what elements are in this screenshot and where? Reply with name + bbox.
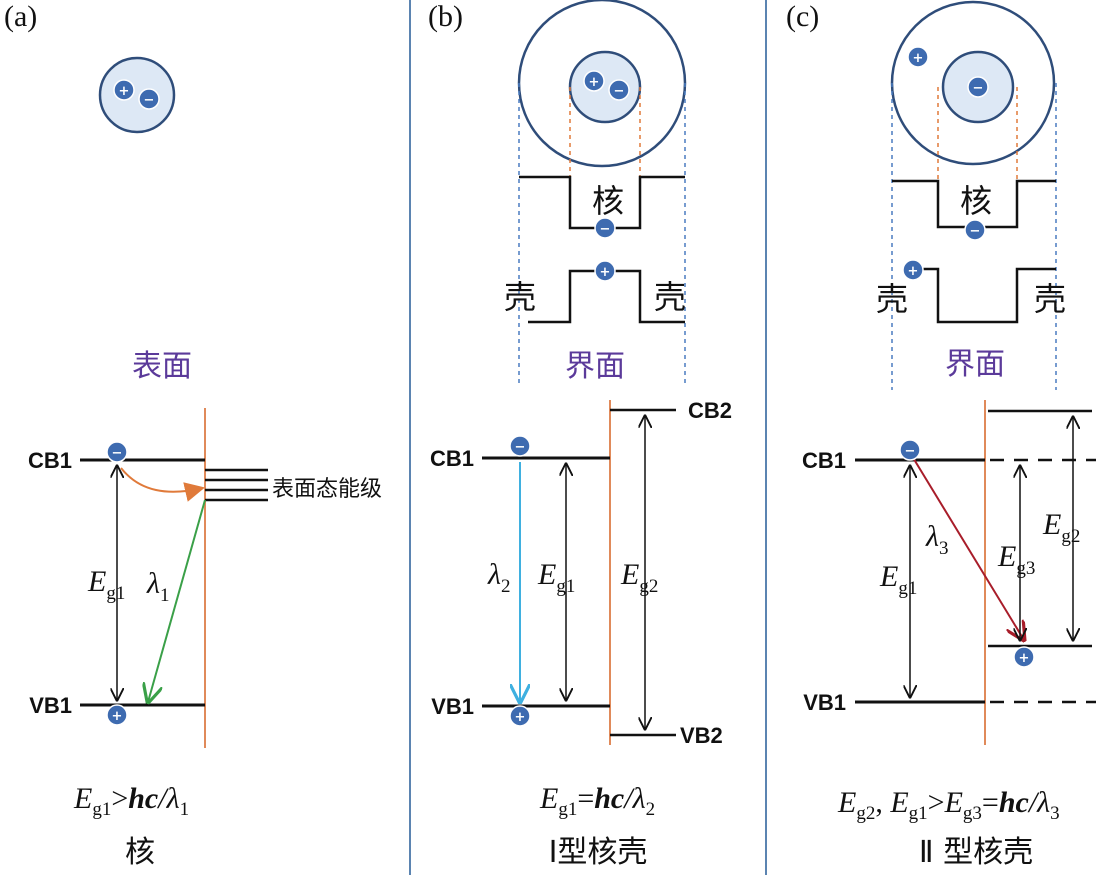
hole-charge: + (594, 260, 616, 282)
cb2-label: CB2 (688, 398, 732, 423)
panel-b-caption: I型核壳 (549, 835, 648, 870)
eg1-label: Eg1 (879, 560, 917, 599)
vb1-label: VB1 (29, 693, 72, 718)
lambda2-label: λ2 (487, 558, 511, 597)
panel-b-letter: (b) (428, 0, 463, 33)
svg-text:−: − (973, 81, 984, 96)
svg-text:+: + (913, 51, 924, 66)
shell-projection-lines (891, 83, 1057, 390)
svg-text:+: + (515, 710, 526, 725)
condition-equation: Eg1>hc/λ1 (73, 782, 189, 820)
vb-profile (908, 267, 1056, 324)
electron-charge: − (509, 435, 531, 457)
svg-text:−: − (515, 440, 526, 455)
surface-label: 表面 (132, 349, 192, 384)
trap-arrow (120, 467, 205, 502)
emission-arrow (911, 455, 1024, 640)
svg-text:+: + (908, 264, 919, 279)
core-projection-lines (569, 87, 641, 178)
panel-a-caption: 核 (125, 835, 155, 870)
panel-a-letter: (a) (4, 0, 37, 33)
svg-text:−: − (112, 446, 123, 461)
svg-text:+: + (589, 75, 600, 90)
emission-arrow (148, 499, 206, 702)
electron-charge: − (899, 439, 921, 461)
surface-state-levels (205, 468, 268, 502)
svg-text:−: − (905, 444, 916, 459)
vb1-label: VB1 (431, 694, 474, 719)
condition-equation: Eg2, Eg1>Eg3=hc/λ3 (837, 786, 1060, 824)
hole-charge: + (902, 259, 924, 281)
hole-charge: + (509, 705, 531, 727)
interface-label: 界面 (565, 349, 625, 384)
lambda3-label: λ3 (925, 520, 949, 559)
eg1-label: Eg1 (87, 565, 125, 604)
electron-charge: − (594, 217, 616, 239)
core-label: 核 (592, 182, 624, 220)
core-shell-particle: − + (890, 0, 1056, 166)
svg-text:−: − (600, 222, 611, 237)
core-label: 核 (960, 182, 992, 220)
hole-charge: + (106, 704, 128, 726)
interface-label: 界面 (945, 347, 1005, 382)
panel-b: (b) + − 核 壳 壳 − (428, 0, 732, 870)
surface-states-label: 表面态能级 (272, 477, 382, 502)
shell-label-left: 壳 (876, 280, 908, 318)
cb1-label: CB1 (802, 448, 846, 473)
svg-text:+: + (112, 709, 123, 724)
cb1-label: CB1 (28, 448, 72, 473)
svg-text:+: + (1019, 651, 1030, 666)
electron-charge: − (964, 219, 986, 241)
shell-label-right: 壳 (1034, 280, 1066, 318)
eg2-label: Eg2 (1042, 508, 1080, 547)
lambda1-label: λ1 (146, 567, 170, 606)
eg3-label: Eg3 (997, 540, 1035, 579)
electron-charge: − (967, 76, 989, 98)
eg1-label: Eg1 (537, 558, 575, 597)
hole-charge: + (583, 70, 605, 92)
core-shell-particle: + − (517, 0, 687, 168)
panel-a: (a) + − 表面 CB1 VB1 表面态能级 (4, 0, 382, 870)
electron-charge: − (106, 441, 128, 463)
svg-text:−: − (614, 84, 625, 99)
svg-text:+: + (600, 265, 611, 280)
shell-projection-lines (518, 83, 686, 385)
hole-charge: + (907, 46, 929, 68)
panel-c-caption: Ⅱ 型核壳 (919, 835, 1033, 870)
eg2-label: Eg2 (620, 558, 658, 597)
panel-c: (c) − + 核 壳 壳 − (786, 0, 1096, 870)
electron-charge: − (138, 88, 160, 110)
svg-text:−: − (970, 224, 981, 239)
core-particle: + − (98, 56, 176, 134)
shell-label-left: 壳 (504, 278, 536, 316)
vb1-label: VB1 (803, 690, 846, 715)
shell-label-right: 壳 (654, 278, 686, 316)
hole-charge: + (1013, 646, 1035, 668)
svg-text:−: − (144, 93, 155, 108)
condition-equation: Eg1=hc/λ2 (539, 782, 655, 820)
panel-c-letter: (c) (786, 0, 819, 33)
svg-text:+: + (119, 84, 130, 99)
electron-charge: − (608, 79, 630, 101)
cb1-label: CB1 (430, 446, 474, 471)
vb2-label: VB2 (680, 723, 723, 748)
hole-charge: + (113, 79, 135, 101)
